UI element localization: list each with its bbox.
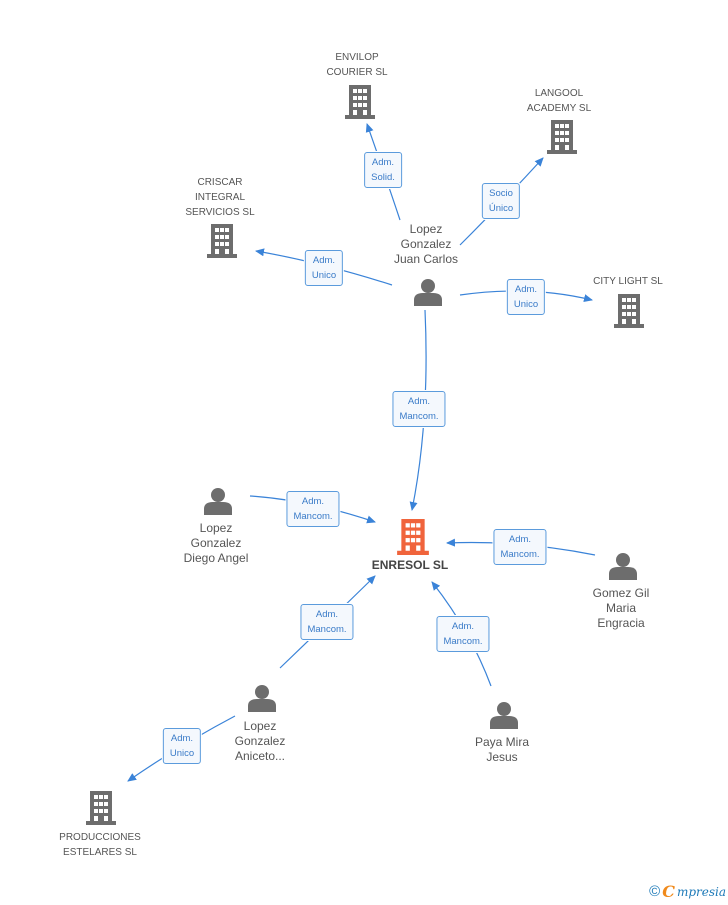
edge-label-juancarlos-to-criscar[interactable]: Adm. Unico: [304, 250, 344, 286]
edge-label-line: Adm.: [514, 284, 538, 295]
node-label-line: ESTELARES SL: [63, 847, 137, 858]
edge-label-gomezgil-to-enresol[interactable]: Adm. Mancom.: [493, 529, 547, 565]
person-icon-juancarlos[interactable]: [414, 279, 442, 306]
person-icon-aniceto[interactable]: [248, 685, 276, 712]
node-label-envilop[interactable]: ENVILOP COURIER SL: [326, 50, 387, 80]
edge-label-aniceto-to-enresol[interactable]: Adm. Mancom.: [300, 604, 354, 640]
edge-label-line: Adm.: [315, 609, 339, 620]
edge-label-line: Solid.: [371, 172, 395, 183]
node-label-line: LANGOOL: [534, 88, 584, 99]
node-label-line: ENRESOL SL: [371, 558, 449, 572]
node-label-enresol[interactable]: ENRESOL SL: [372, 558, 448, 572]
edge-label-line: Unico: [311, 270, 337, 281]
node-label-line: ACADEMY SL: [526, 103, 592, 114]
edge-label-juancarlos-to-enresol[interactable]: Adm. Mancom.: [392, 391, 446, 427]
building-icon-langool[interactable]: [547, 120, 577, 154]
edge-label-line: Único: [488, 203, 514, 214]
node-label-line: PRODUCCIONES: [59, 832, 141, 843]
edge-label-line: Mancom.: [399, 411, 439, 422]
edge-label-juancarlos-to-citylight[interactable]: Adm. Unico: [506, 279, 546, 315]
node-label-line: ENVILOP: [335, 52, 379, 63]
node-label-line: Gonzalez: [190, 536, 242, 550]
node-label-line: Lopez: [199, 521, 233, 535]
edge-label-aniceto-to-producciones[interactable]: Adm. Unico: [162, 728, 202, 764]
person-icon-payamira[interactable]: [490, 702, 518, 729]
person-icon-gomezgil[interactable]: [609, 553, 637, 580]
edge-label-line: Adm.: [301, 496, 325, 507]
edge-label-payamira-to-enresol[interactable]: Adm. Mancom.: [436, 616, 490, 652]
node-label-line: COURIER SL: [326, 67, 388, 78]
node-label-line: Engracia: [597, 616, 645, 630]
person-icon-diegoangel[interactable]: [204, 488, 232, 515]
edge-label-diegoangel-to-enresol[interactable]: Adm. Mancom.: [286, 491, 340, 527]
building-icon-citylight[interactable]: [614, 294, 644, 328]
node-label-line: Paya Mira: [474, 735, 530, 749]
node-label-line: CITY LIGHT SL: [593, 276, 663, 287]
edge-label-juancarlos-to-envilop[interactable]: Adm. Solid.: [364, 152, 402, 188]
copyright-symbol: ©: [649, 883, 661, 900]
edge-label-line: Mancom.: [293, 511, 333, 522]
building-icon-envilop[interactable]: [345, 85, 375, 119]
edge-label-line: Unico: [513, 299, 539, 310]
node-label-line: CRISCAR: [197, 177, 243, 188]
node-label-citylight[interactable]: CITY LIGHT SL: [593, 274, 663, 289]
edge-label-line: Adm.: [407, 396, 431, 407]
node-label-line: Gomez Gil: [592, 586, 650, 600]
building-icon-producciones[interactable]: [86, 791, 116, 825]
node-label-line: INTEGRAL: [194, 192, 246, 203]
node-label-line: SERVICIOS SL: [185, 207, 255, 218]
node-label-line: Diego Angel: [183, 551, 249, 565]
building-icon-enresol[interactable]: [397, 519, 429, 555]
node-label-line: Lopez: [409, 222, 443, 236]
brand-initial: C: [662, 882, 675, 901]
edge-label-line: Adm.: [371, 157, 395, 168]
node-label-criscar[interactable]: CRISCAR INTEGRAL SERVICIOS SL: [185, 175, 254, 220]
edge-label-line: Mancom.: [500, 549, 540, 560]
brand-name: mpresia: [676, 884, 726, 899]
edge-label-line: Mancom.: [443, 636, 483, 647]
node-label-line: Gonzalez: [234, 734, 286, 748]
edge-label-line: Socio: [489, 188, 513, 199]
node-label-line: Maria: [605, 601, 636, 615]
node-label-line: Juan Carlos: [393, 252, 459, 266]
node-label-line: Lopez: [243, 719, 277, 733]
edge-label-line: Adm.: [170, 733, 194, 744]
node-label-line: Jesus: [486, 750, 518, 764]
node-label-line: Gonzalez: [400, 237, 452, 251]
node-label-langool[interactable]: LANGOOL ACADEMY SL: [527, 86, 591, 116]
node-label-line: Aniceto...: [234, 749, 286, 763]
edge-label-line: Mancom.: [307, 624, 347, 635]
edge-label-line: Adm.: [451, 621, 475, 632]
edge-label-line: Adm.: [312, 255, 336, 266]
node-label-producciones[interactable]: PRODUCCIONES ESTELARES SL: [59, 830, 141, 860]
building-icon-criscar[interactable]: [207, 224, 237, 258]
edge-label-line: Unico: [169, 748, 195, 759]
edge-label-line: Adm.: [508, 534, 532, 545]
